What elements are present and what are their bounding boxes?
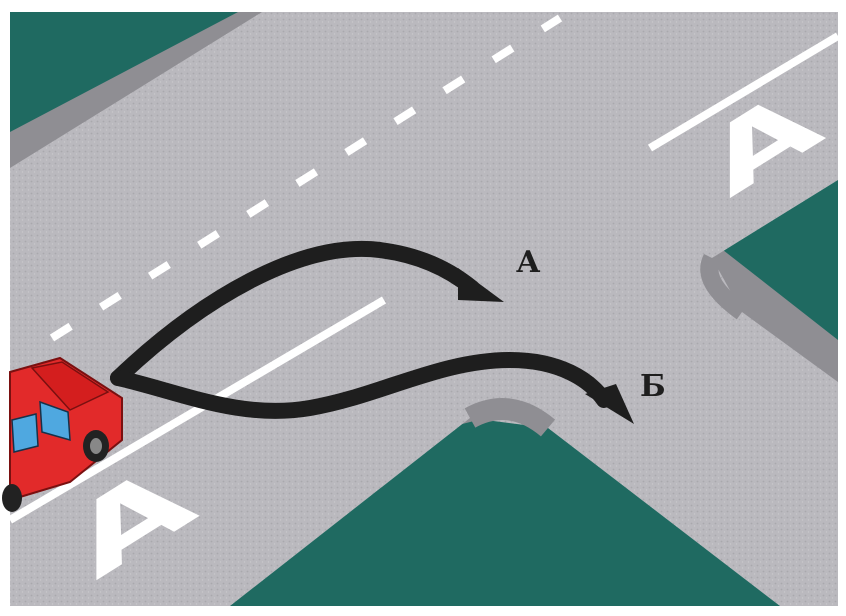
arrowhead-b — [585, 384, 634, 424]
corner-curb-right — [700, 253, 748, 320]
car-window-rear — [11, 413, 39, 453]
route-label-b: Б — [640, 369, 666, 404]
route-arrow-a — [110, 240, 504, 386]
red-car — [2, 356, 123, 512]
car-window-front — [39, 400, 71, 442]
arrowhead-a — [458, 268, 504, 302]
solid-lane-line-left — [7, 296, 387, 524]
route-arrow-b — [110, 351, 634, 424]
car-roof — [30, 361, 110, 411]
solid-lane-line-right — [647, 32, 841, 152]
road-surface — [10, 12, 838, 606]
dashed-center-line — [49, 14, 563, 342]
corner-curb-bottom — [464, 398, 556, 437]
route-label-a: А — [516, 245, 541, 280]
car-wheel-rear — [2, 484, 22, 512]
